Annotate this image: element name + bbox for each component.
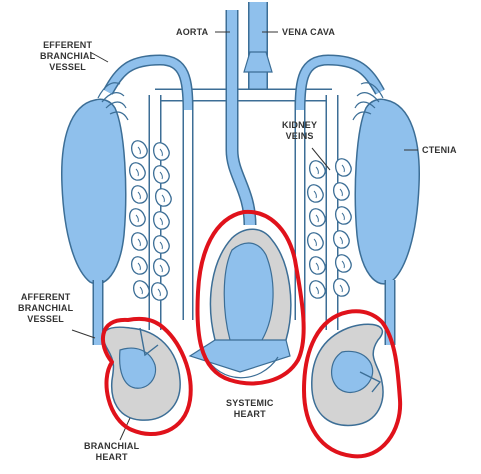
label-branchial-line1: BRANCHIAL — [84, 441, 139, 452]
label-efferent-branchial-vessel: EFFERENT BRANCHIAL VESSEL — [40, 40, 95, 73]
label-branchial-line2: HEART — [84, 452, 139, 463]
label-afferent-line3: VESSEL — [18, 314, 73, 325]
gill-left — [62, 99, 126, 284]
label-kidney-line1: KIDNEY — [282, 120, 317, 131]
label-efferent-line2: BRANCHIAL — [40, 51, 95, 62]
label-kidney-line2: VEINS — [282, 131, 317, 142]
gill-right — [355, 99, 419, 284]
label-systemic-line1: SYSTEMIC — [226, 398, 274, 409]
label-vena-cava: VENA CAVA — [282, 27, 335, 38]
label-aorta: AORTA — [176, 27, 208, 38]
label-afferent-branchial-vessel: AFFERENT BRANCHIAL VESSEL — [18, 292, 73, 325]
label-systemic-heart: SYSTEMIC HEART — [226, 398, 274, 420]
label-efferent-line3: VESSEL — [40, 62, 95, 73]
label-afferent-line2: BRANCHIAL — [18, 303, 73, 314]
label-afferent-line1: AFFERENT — [18, 292, 73, 303]
label-efferent-line1: EFFERENT — [40, 40, 95, 51]
label-ctenidia: CTENIA — [422, 145, 457, 156]
label-branchial-heart: BRANCHIAL HEART — [84, 441, 139, 463]
label-systemic-line2: HEART — [226, 409, 274, 420]
label-kidney-veins: KIDNEY VEINS — [282, 120, 317, 142]
